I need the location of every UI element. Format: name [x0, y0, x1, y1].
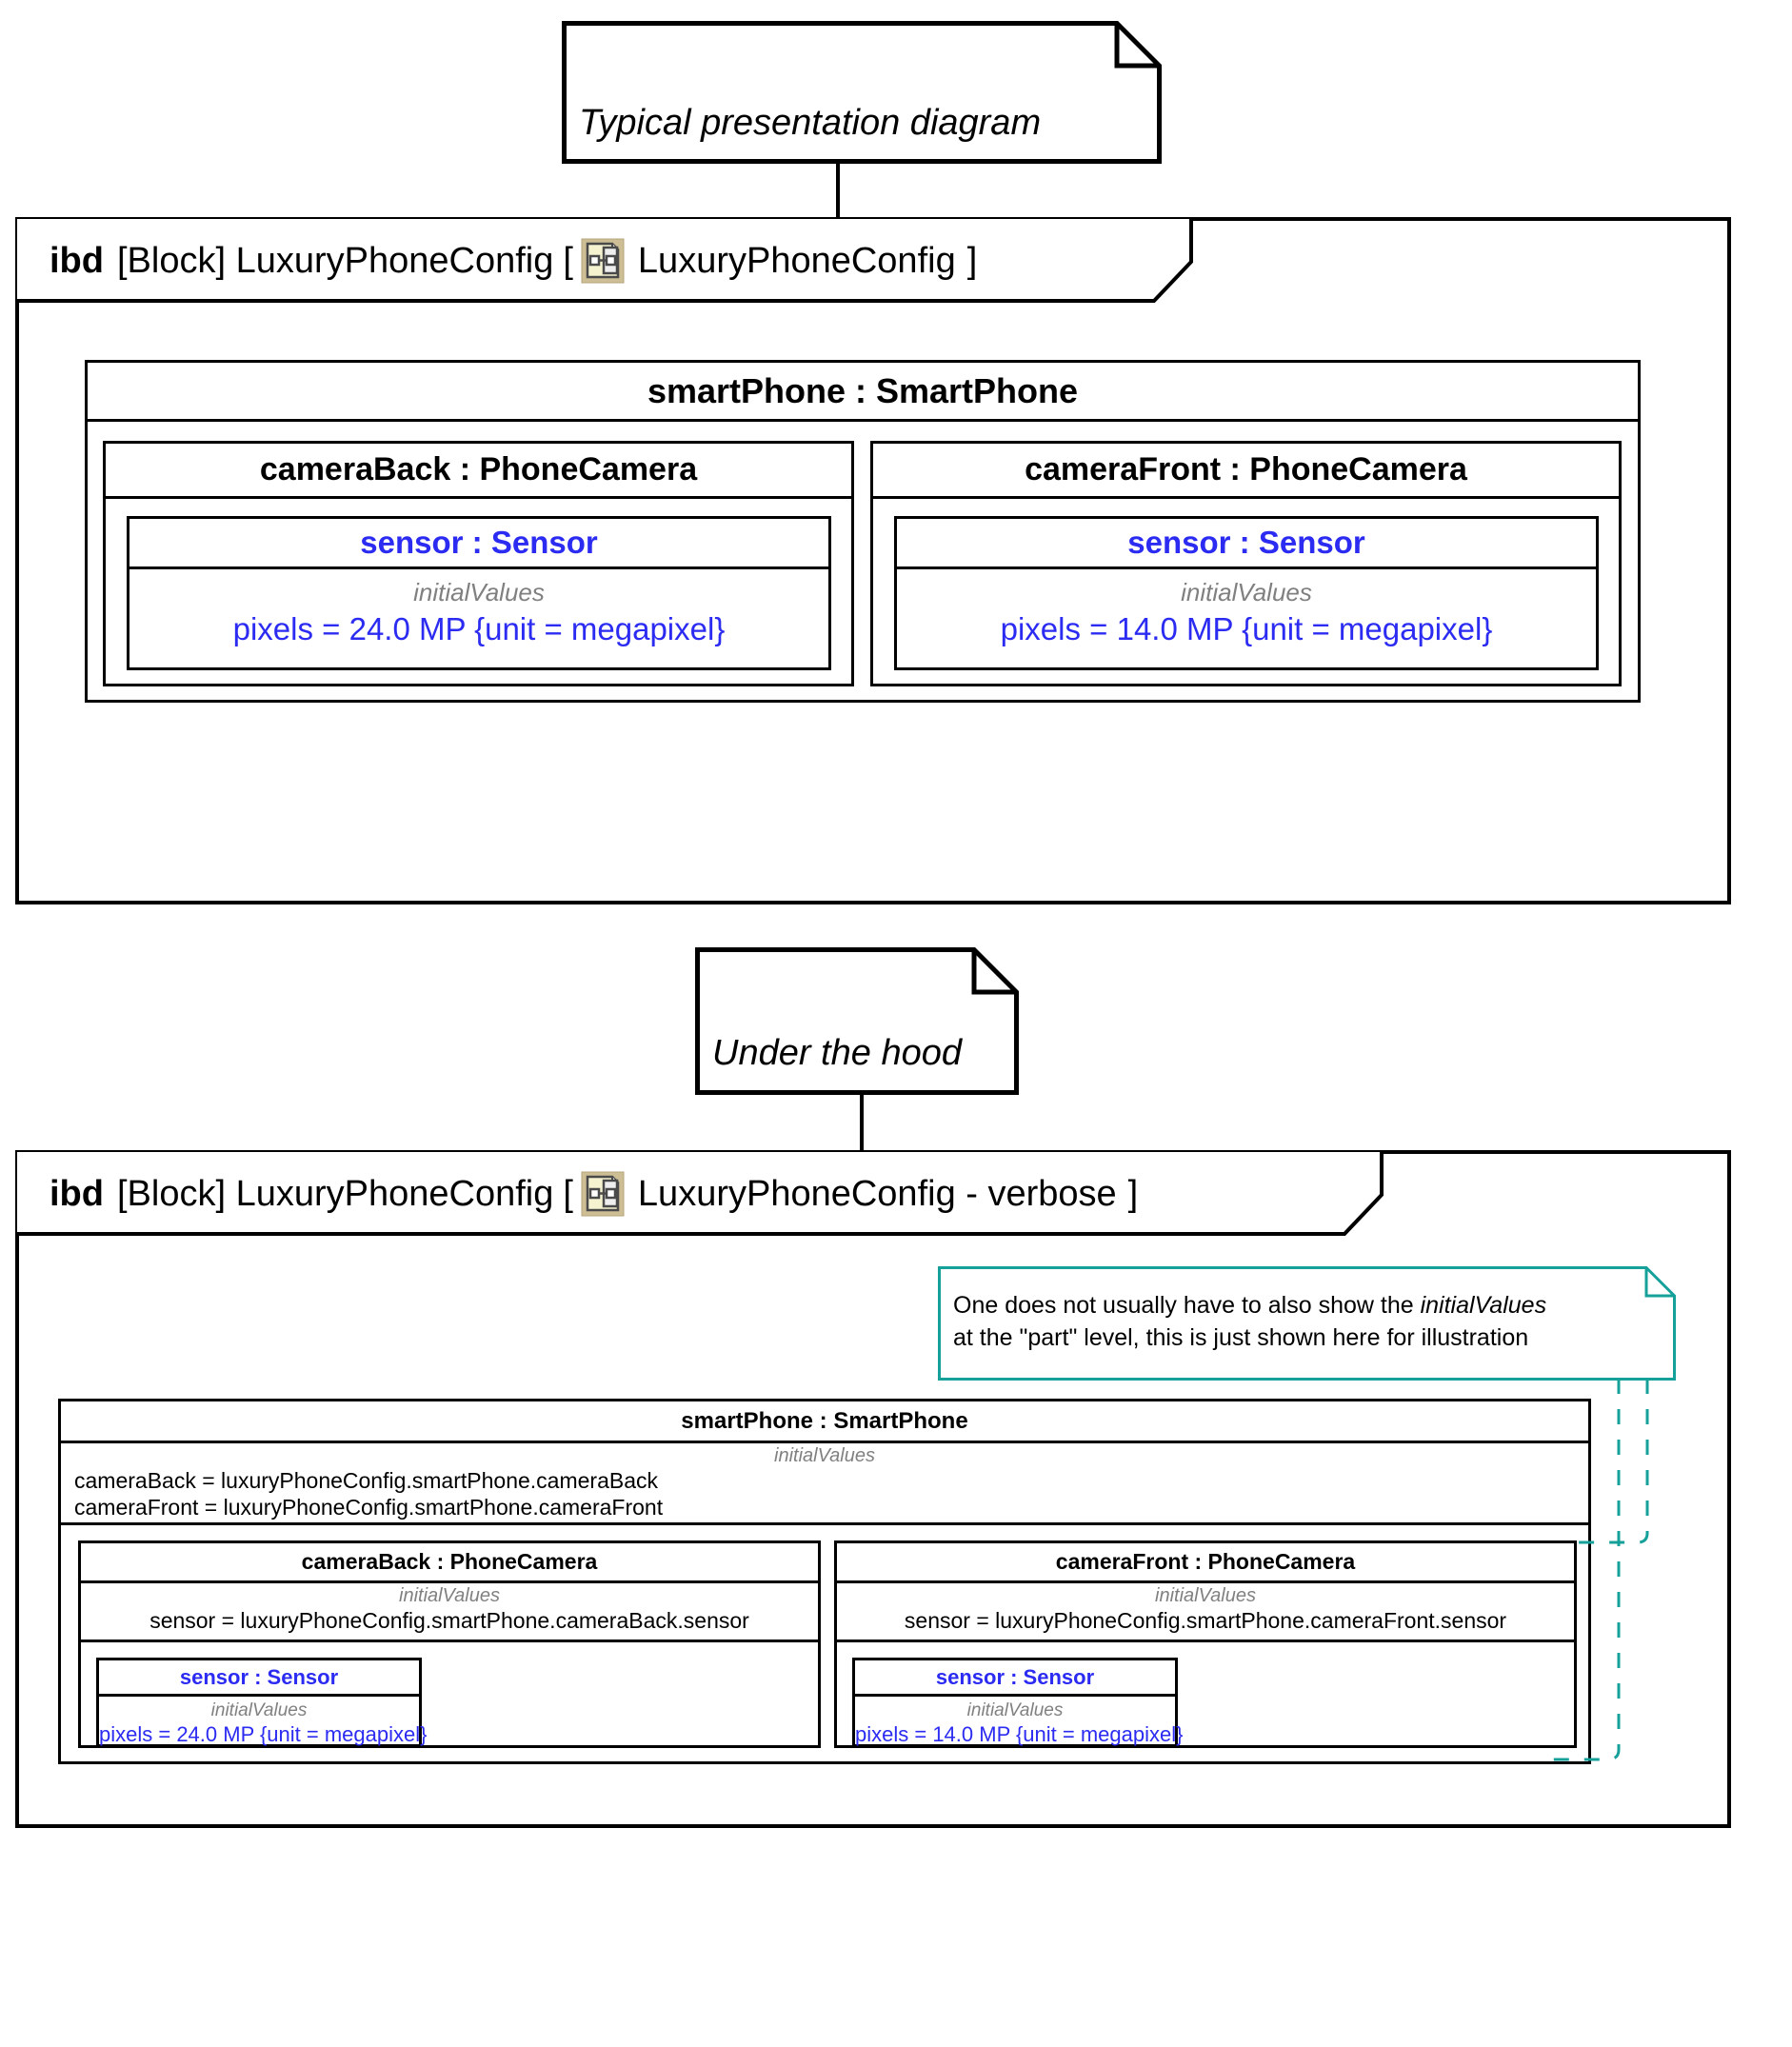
- note-line-1: One does not usually have to also show t…: [953, 1289, 1661, 1322]
- part-camerafront-verbose-sensor-header: sensor : Sensor: [855, 1660, 1175, 1697]
- part-camerafront-verbose-sensor[interactable]: sensor : Sensor initialValues pixels = 1…: [852, 1658, 1184, 1747]
- note-leader-line-2: [860, 1093, 864, 1152]
- ibd-frame-luxuryphoneconfig-verbose: ibd [Block] LuxuryPhoneConfig [ LuxuryPh…: [15, 1150, 1731, 1828]
- part-smartphone-verbose-title: smartPhone : SmartPhone: [681, 1407, 968, 1434]
- frame-header-label: ibd [Block] LuxuryPhoneConfig [ LuxuryPh…: [50, 1156, 1138, 1232]
- compartment-label: initialValues: [966, 1700, 1064, 1720]
- part-camerafront-sensor-header: sensor : Sensor: [897, 519, 1596, 569]
- part-cameraback-verbose-sensor-initialvalues: initialValues pixels = 24.0 MP {unit = m…: [99, 1699, 428, 1747]
- part-camerafront-sensor-initialvalues: initialValues pixels = 14.0 MP {unit = m…: [897, 572, 1596, 647]
- part-camerafront-verbose-sensor-title: sensor : Sensor: [935, 1664, 1095, 1689]
- note-line-1-a: One does not usually have to also show t…: [953, 1292, 1421, 1319]
- frame-bracket-close: ]: [1127, 1173, 1139, 1214]
- part-cameraback-header: cameraBack : PhoneCamera: [106, 444, 851, 499]
- frame-scope: [Block] LuxuryPhoneConfig: [116, 240, 554, 281]
- part-smartphone-title: smartPhone : SmartPhone: [647, 370, 1079, 410]
- anchor-line-camerafront: [1548, 1379, 1621, 1761]
- part-cameraback-sensor-initialvalues: initialValues pixels = 24.0 MP {unit = m…: [129, 572, 828, 647]
- part-camerabefore-back[interactable]: cameraBack : PhoneCamera sensor : Sensor…: [103, 441, 854, 686]
- part-camerafront[interactable]: cameraFront : PhoneCamera sensor : Senso…: [870, 441, 1622, 686]
- part-camerafront-header: cameraFront : PhoneCamera: [873, 444, 1619, 499]
- part-camerafront-sensor-title: sensor : Sensor: [1127, 525, 1365, 560]
- note-text: Typical presentation diagram: [579, 103, 1042, 143]
- note-under-the-hood[interactable]: Under the hood: [695, 947, 1019, 1095]
- initial-value-row: sensor = luxuryPhoneConfig.smartPhone.ca…: [149, 1608, 749, 1633]
- part-cameraback-verbose-sensor-header: sensor : Sensor: [99, 1660, 419, 1697]
- part-camerafront-verbose-initialvalues: initialValues sensor = luxuryPhoneConfig…: [837, 1583, 1574, 1642]
- note-text: Under the hood: [712, 1033, 962, 1073]
- note-line-1-b: initialValues: [1420, 1292, 1547, 1319]
- part-smartphone[interactable]: smartPhone : SmartPhone cameraBack : Pho…: [85, 360, 1641, 703]
- part-smartphone-verbose-initialvalues: initialValues cameraBack = luxuryPhoneCo…: [61, 1443, 1588, 1525]
- frame-scope: [Block] LuxuryPhoneConfig: [116, 1173, 554, 1214]
- frame-diagram-name: LuxuryPhoneConfig - verbose: [637, 1173, 1117, 1214]
- initial-value-row: pixels = 14.0 MP {unit = megapixel}: [1000, 611, 1493, 646]
- initial-value-row: cameraFront = luxuryPhoneConfig.smartPho…: [74, 1495, 664, 1520]
- part-cameraback-sensor-header: sensor : Sensor: [129, 519, 828, 569]
- frame-kind: ibd: [50, 1173, 104, 1214]
- part-cameraback-sensor[interactable]: sensor : Sensor initialValues pixels = 2…: [127, 516, 831, 670]
- anchor-line-smartphone: [1576, 1379, 1649, 1544]
- note-shape: [562, 21, 1162, 164]
- note-shape: [938, 1266, 1676, 1381]
- note-typical-presentation-diagram[interactable]: Typical presentation diagram: [562, 21, 1162, 164]
- part-cameraback-verbose-sensor[interactable]: sensor : Sensor initialValues pixels = 2…: [96, 1658, 428, 1747]
- note-initialvalues-explanation[interactable]: One does not usually have to also show t…: [938, 1266, 1676, 1381]
- frame-header-label: ibd [Block] LuxuryPhoneConfig [ Luxury: [50, 223, 977, 299]
- compartment-label: initialValues: [774, 1445, 875, 1466]
- note-line-2: at the "part" level, this is just shown …: [953, 1324, 1529, 1351]
- part-cameraback-verbose[interactable]: cameraBack : PhoneCamera initialValues s…: [78, 1540, 821, 1748]
- compartment-label: initialValues: [1181, 578, 1312, 606]
- ibd-reference-icon: [581, 1171, 625, 1217]
- frame-diagram-name: LuxuryPhoneConfig: [637, 240, 956, 281]
- initial-value-row: pixels = 14.0 MP {unit = megapixel}: [855, 1722, 1184, 1746]
- compartment-label: initialValues: [210, 1700, 308, 1720]
- part-smartphone-header: smartPhone : SmartPhone: [88, 363, 1638, 422]
- compartment-label: initialValues: [1155, 1585, 1256, 1606]
- part-camerafront-title: cameraFront : PhoneCamera: [1025, 451, 1467, 487]
- note-text-block: One does not usually have to also show t…: [938, 1289, 1676, 1354]
- part-cameraback-sensor-title: sensor : Sensor: [360, 525, 598, 560]
- compartment-label: initialValues: [413, 578, 545, 606]
- part-cameraback-verbose-sensor-title: sensor : Sensor: [179, 1664, 339, 1689]
- part-cameraback-verbose-initialvalues: initialValues sensor = luxuryPhoneConfig…: [81, 1583, 818, 1642]
- note-shape: [695, 947, 1019, 1095]
- note-anchor-lines: [1548, 1379, 1649, 1761]
- frame-header-tab: [17, 1152, 1384, 1236]
- compartment-label: initialValues: [399, 1585, 500, 1606]
- initial-value-row: pixels = 24.0 MP {unit = megapixel}: [99, 1722, 428, 1746]
- part-cameraback-verbose-title: cameraBack : PhoneCamera: [301, 1549, 598, 1574]
- frame-bracket-close: ]: [966, 240, 978, 281]
- part-camerafront-sensor[interactable]: sensor : Sensor initialValues pixels = 1…: [894, 516, 1599, 670]
- note-leader-line-1: [836, 162, 840, 221]
- frame-kind: ibd: [50, 240, 104, 281]
- part-smartphone-verbose[interactable]: smartPhone : SmartPhone initialValues ca…: [58, 1399, 1591, 1764]
- part-camerafront-verbose[interactable]: cameraFront : PhoneCamera initialValues …: [834, 1540, 1577, 1748]
- frame-bracket-open: [: [563, 1173, 573, 1214]
- frame-bracket-open: [: [563, 240, 573, 281]
- part-camerafront-verbose-title: cameraFront : PhoneCamera: [1055, 1549, 1356, 1574]
- part-camerafront-verbose-header: cameraFront : PhoneCamera: [837, 1543, 1574, 1583]
- ibd-frame-luxuryphoneconfig: ibd [Block] LuxuryPhoneConfig [ Luxury: [15, 217, 1731, 904]
- part-camerafront-verbose-sensor-initialvalues: initialValues pixels = 14.0 MP {unit = m…: [855, 1699, 1184, 1747]
- initial-value-row: pixels = 24.0 MP {unit = megapixel}: [232, 611, 726, 646]
- part-smartphone-verbose-header: smartPhone : SmartPhone: [61, 1401, 1588, 1443]
- initial-value-row: sensor = luxuryPhoneConfig.smartPhone.ca…: [904, 1608, 1507, 1633]
- part-cameraback-verbose-header: cameraBack : PhoneCamera: [81, 1543, 818, 1583]
- part-cameraback-title: cameraBack : PhoneCamera: [259, 451, 698, 487]
- ibd-reference-icon: [581, 238, 625, 284]
- initial-value-row: cameraBack = luxuryPhoneConfig.smartPhon…: [74, 1468, 658, 1493]
